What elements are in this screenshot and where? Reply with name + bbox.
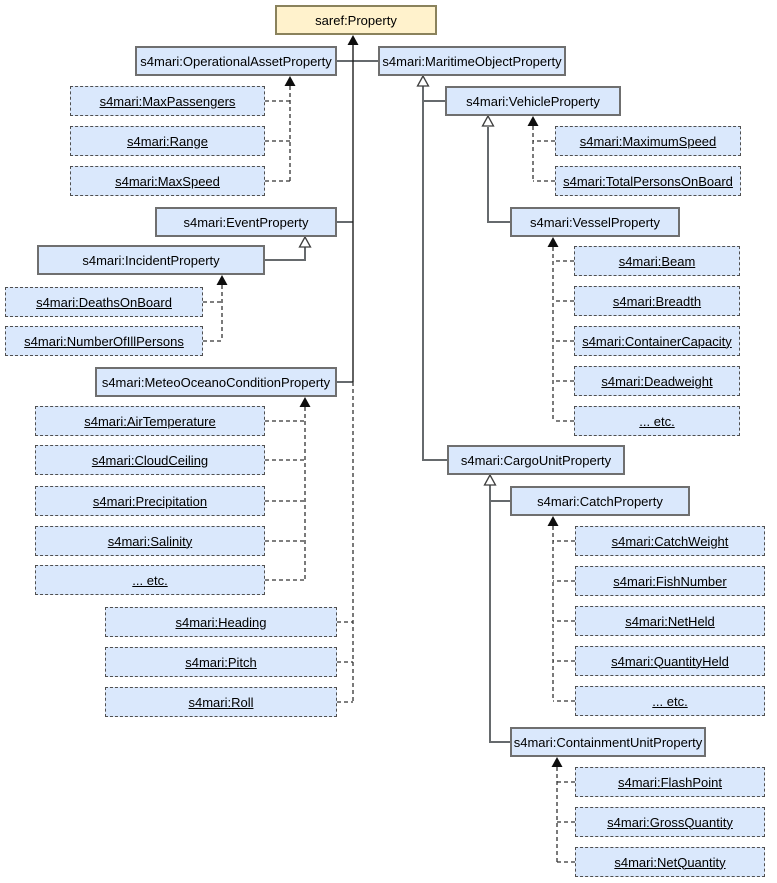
node-Range: s4mari:Range (70, 126, 265, 156)
edge-IncidentProperty-to-EventProperty (265, 247, 306, 261)
node-label: s4mari:OperationalAssetProperty (140, 53, 332, 69)
node-NetHeld: s4mari:NetHeld (575, 606, 765, 636)
node-label: s4mari:AirTemperature (84, 413, 216, 429)
node-CargoUnitProperty: s4mari:CargoUnitProperty (447, 445, 625, 475)
node-label: s4mari:Range (127, 133, 208, 149)
node-etc_vessel: ... etc. (574, 406, 740, 436)
node-FlashPoint: s4mari:FlashPoint (575, 767, 765, 797)
node-MaximumSpeed: s4mari:MaximumSpeed (555, 126, 741, 156)
node-MaritimeObjectProperty: s4mari:MaritimeObjectProperty (378, 46, 566, 76)
node-saref_Property: saref:Property (275, 5, 437, 35)
filled-arrowhead-1 (284, 76, 296, 86)
node-VehicleProperty: s4mari:VehicleProperty (445, 86, 621, 116)
node-label: s4mari:CargoUnitProperty (460, 452, 612, 468)
node-label: saref:Property (315, 12, 397, 28)
node-label: s4mari:MaritimeObjectProperty (382, 53, 562, 69)
node-ContainerCapacity: s4mari:ContainerCapacity (574, 326, 740, 356)
node-FishNumber: s4mari:FishNumber (575, 566, 765, 596)
node-label: s4mari:FishNumber (613, 573, 727, 589)
node-label: s4mari:DeathsOnBoard (36, 294, 172, 310)
node-DeathsOnBoard: s4mari:DeathsOnBoard (5, 287, 203, 317)
node-OperationalAssetProperty: s4mari:OperationalAssetProperty (135, 46, 337, 76)
node-AirTemperature: s4mari:AirTemperature (35, 406, 265, 436)
filled-arrowhead-3 (299, 397, 311, 407)
node-label: s4mari:Breadth (612, 293, 702, 309)
node-Deadweight: s4mari:Deadweight (574, 366, 740, 396)
edge-CatchProperty-to-CargoUnitProperty (489, 485, 510, 502)
node-label: s4mari:Pitch (185, 654, 257, 670)
node-label: s4mari:CloudCeiling (91, 452, 209, 468)
filled-arrowhead-5 (547, 237, 559, 247)
node-label: s4mari:QuantityHeld (611, 653, 729, 669)
filled-arrowhead-6 (547, 516, 559, 526)
node-CatchWeight: s4mari:CatchWeight (575, 526, 765, 556)
node-Salinity: s4mari:Salinity (35, 526, 265, 556)
edge-VehicleProperty-to-MaritimeObjectProperty (422, 86, 445, 102)
node-label: s4mari:NetHeld (625, 613, 715, 629)
node-label: s4mari:FlashPoint (617, 774, 723, 790)
node-MeteoOceanoConditionProperty: s4mari:MeteoOceanoConditionProperty (95, 367, 337, 397)
filled-arrowhead-4 (527, 116, 539, 126)
node-etc_catch: ... etc. (575, 686, 765, 716)
node-GrossQuantity: s4mari:GrossQuantity (575, 807, 765, 837)
node-NetQuantity: s4mari:NetQuantity (575, 847, 765, 877)
node-Pitch: s4mari:Pitch (105, 647, 337, 677)
filled-arrowhead-0 (347, 35, 359, 45)
node-Heading: s4mari:Heading (105, 607, 337, 637)
node-label: s4mari:VehicleProperty (466, 93, 600, 109)
node-label: s4mari:Beam (618, 253, 696, 269)
node-label: s4mari:Precipitation (92, 493, 208, 509)
node-CloudCeiling: s4mari:CloudCeiling (35, 445, 265, 475)
node-label: s4mari:ContainerCapacity (582, 333, 732, 349)
node-label: s4mari:CatchProperty (537, 493, 663, 509)
node-label: s4mari:MeteoOceanoConditionProperty (101, 374, 331, 390)
hollow-arrowhead-10 (481, 114, 495, 127)
node-label: s4mari:Heading (175, 614, 267, 630)
node-label: s4mari:Roll (188, 694, 254, 710)
node-label: s4mari:Deadweight (601, 373, 713, 389)
node-etc_meteo: ... etc. (35, 565, 265, 595)
node-label: s4mari:GrossQuantity (607, 814, 733, 830)
node-NumberOfIllPersons: s4mari:NumberOfIllPersons (5, 326, 203, 356)
node-TotalPersonsOnBoard: s4mari:TotalPersonsOnBoard (555, 166, 741, 196)
node-MaxPassengers: s4mari:MaxPassengers (70, 86, 265, 116)
node-label: s4mari:CatchWeight (611, 533, 729, 549)
hollow-arrowhead-8 (298, 235, 312, 248)
node-label: ... etc. (652, 693, 688, 709)
node-label: ... etc. (132, 572, 168, 588)
hollow-arrowhead-11 (483, 473, 497, 486)
node-Roll: s4mari:Roll (105, 687, 337, 717)
node-CatchProperty: s4mari:CatchProperty (510, 486, 690, 516)
edge-VesselProperty-to-VehicleProperty (487, 127, 510, 223)
node-label: s4mari:MaxSpeed (115, 173, 220, 189)
node-VesselProperty: s4mari:VesselProperty (510, 207, 680, 237)
edge-ContainmentUnitProperty-to-CargoUnitProperty (489, 485, 510, 743)
filled-arrowhead-2 (216, 275, 228, 285)
node-label: s4mari:MaxPassengers (99, 93, 236, 109)
node-Breadth: s4mari:Breadth (574, 286, 740, 316)
node-label: s4mari:MaximumSpeed (579, 133, 717, 149)
node-label: s4mari:ContainmentUnitProperty (513, 734, 703, 750)
node-label: s4mari:EventProperty (183, 214, 309, 230)
node-label: s4mari:NumberOfIllPersons (24, 333, 184, 349)
filled-arrowhead-7 (551, 757, 563, 767)
node-Precipitation: s4mari:Precipitation (35, 486, 265, 516)
node-Beam: s4mari:Beam (574, 246, 740, 276)
node-MaxSpeed: s4mari:MaxSpeed (70, 166, 265, 196)
node-label: s4mari:VesselProperty (529, 214, 661, 230)
node-ContainmentUnitProperty: s4mari:ContainmentUnitProperty (510, 727, 706, 757)
node-label: s4mari:IncidentProperty (82, 252, 220, 268)
node-label: s4mari:Salinity (107, 533, 193, 549)
node-QuantityHeld: s4mari:QuantityHeld (575, 646, 765, 676)
node-EventProperty: s4mari:EventProperty (155, 207, 337, 237)
node-label: ... etc. (639, 413, 675, 429)
node-IncidentProperty: s4mari:IncidentProperty (37, 245, 265, 275)
hollow-arrowhead-9 (416, 74, 430, 87)
node-label: s4mari:NetQuantity (614, 854, 726, 870)
node-label: s4mari:TotalPersonsOnBoard (563, 173, 733, 189)
edge-CargoUnitProperty-to-MaritimeObjectProperty (422, 86, 447, 461)
